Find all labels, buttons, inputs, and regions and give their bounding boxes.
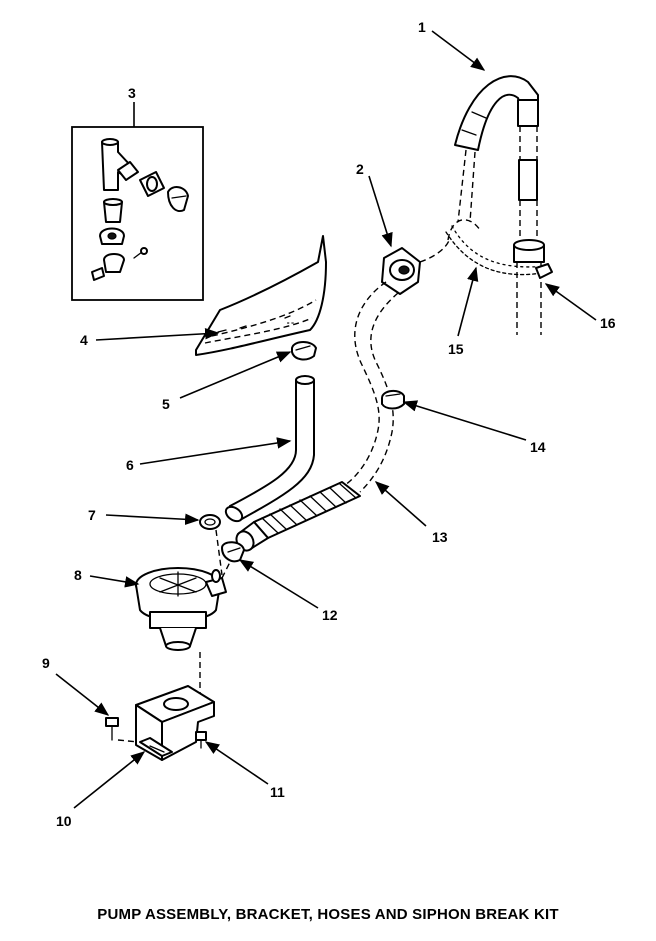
- callout-14: 14: [530, 439, 546, 455]
- part-2-grommet: [381, 237, 451, 295]
- diagram-caption: PUMP ASSEMBLY, BRACKET, HOSES AND SIPHON…: [97, 906, 559, 923]
- part-5-hose-clamp: [291, 341, 317, 361]
- part-8-pump: [135, 561, 231, 700]
- callout-13: 13: [432, 529, 448, 545]
- callout-2: 2: [356, 161, 364, 177]
- callout-10: 10: [56, 813, 72, 829]
- corrugated-hose-section: [235, 481, 361, 552]
- part-4-tub-section: ∘∘: [195, 235, 327, 356]
- callout-7: 7: [88, 507, 96, 523]
- callout-16: 16: [600, 315, 616, 331]
- part-12-hose-clamp: [221, 541, 245, 563]
- callout-labels: 1 2 3 4 5 6 7 8 9 10 11 12 13 14 15 16: [42, 19, 616, 829]
- part-9-screw: [105, 717, 139, 743]
- callout-5: 5: [162, 396, 170, 412]
- callout-6: 6: [126, 457, 134, 473]
- leader-lines: [55, 30, 597, 809]
- callout-9: 9: [42, 655, 50, 671]
- part-11-screw: [195, 731, 207, 749]
- callout-12: 12: [322, 607, 338, 623]
- part-10-pump-bracket: [135, 685, 215, 761]
- part-15-tie-cord: [445, 149, 549, 276]
- part-3-siphon-break-kit: [71, 126, 204, 301]
- callout-8: 8: [74, 567, 82, 583]
- callout-11: 11: [270, 784, 285, 800]
- callout-4: 4: [80, 332, 88, 348]
- part-7-hose-clamp: [199, 514, 223, 576]
- part-6-elbow-hose: [224, 375, 315, 523]
- svg-text:∘∘: ∘∘: [286, 320, 295, 327]
- part-14-hose-clip: [381, 390, 405, 410]
- callout-1: 1: [418, 19, 426, 35]
- callout-3: 3: [128, 85, 136, 101]
- callout-15: 15: [448, 341, 464, 357]
- part-16-clip: [535, 263, 553, 279]
